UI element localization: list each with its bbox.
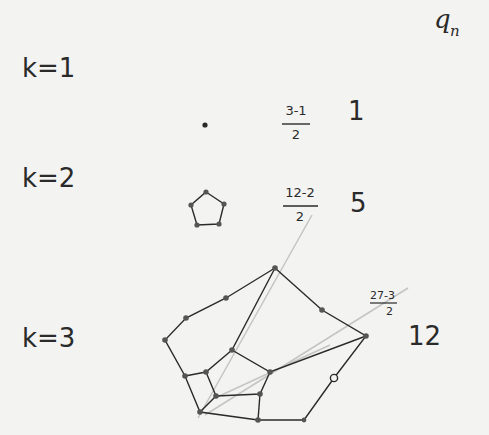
fraction-bars xyxy=(282,124,318,206)
denominator: 2 xyxy=(296,210,304,223)
row-value: 1 xyxy=(348,98,365,124)
row-label: k=3 xyxy=(22,325,75,351)
row-value: 12 xyxy=(408,323,441,349)
denominator: 2 xyxy=(292,128,300,141)
header-subscript: n xyxy=(450,24,460,39)
pentagon-figure xyxy=(188,189,226,227)
fraction: 2 xyxy=(386,306,393,317)
numerator: 3-1 xyxy=(285,104,306,117)
row-label: k=2 xyxy=(22,165,75,191)
numerator: 12-2 xyxy=(285,186,315,199)
fraction: 27-3 xyxy=(370,290,395,301)
guide-lines xyxy=(198,215,408,418)
header-symbol: q xyxy=(434,6,451,32)
large-pentagon-figure xyxy=(162,265,369,423)
row-value: 5 xyxy=(350,190,367,216)
row-label: k=1 xyxy=(22,55,75,81)
fraction-bar xyxy=(370,302,397,303)
dot-figure xyxy=(202,122,207,127)
